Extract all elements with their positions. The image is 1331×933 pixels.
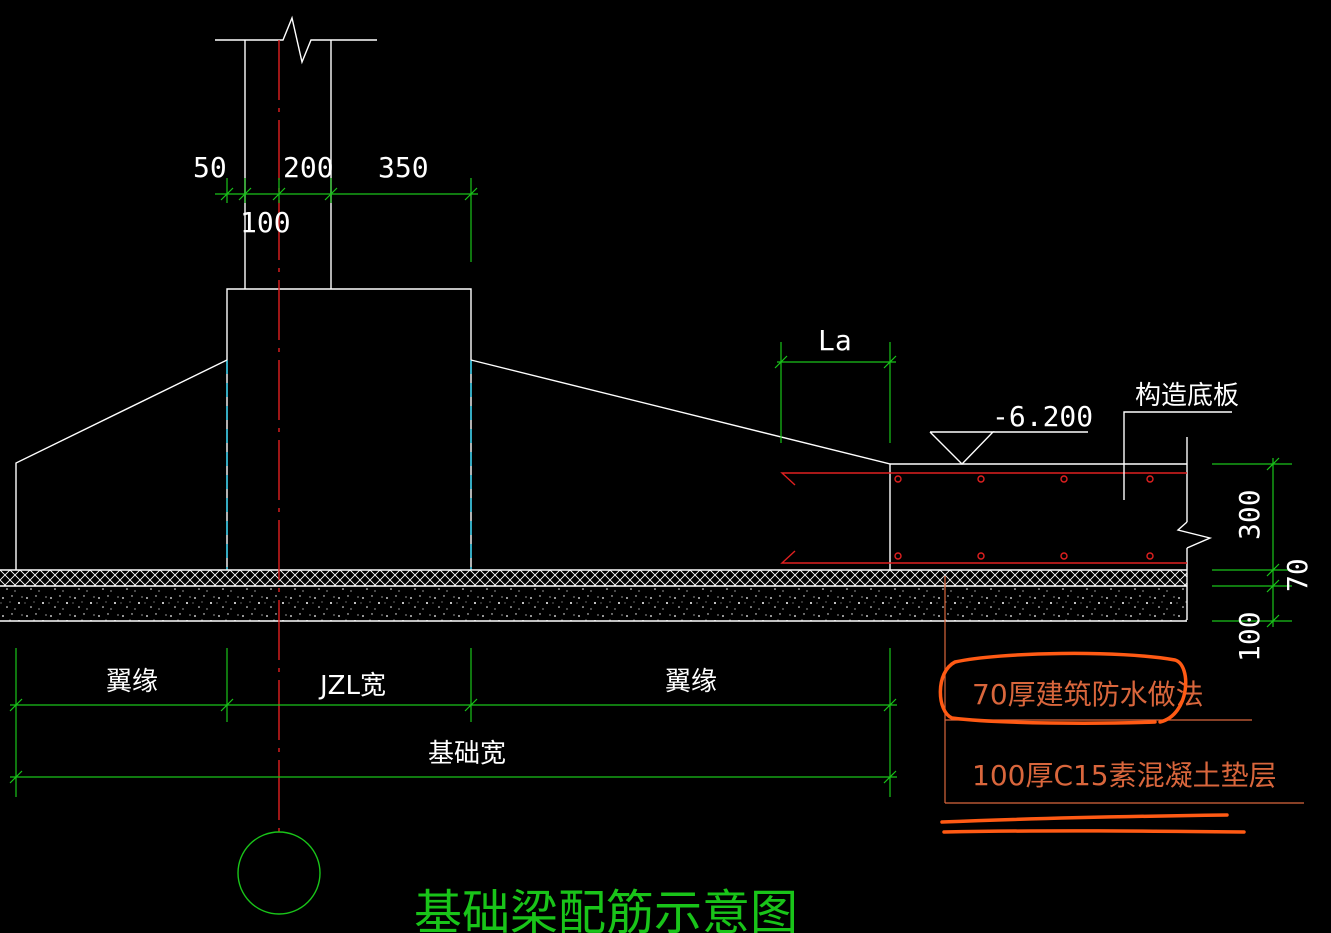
dim-70: 70	[1281, 558, 1314, 592]
label-flange-left: 翼缘	[106, 667, 158, 697]
rebar-dot	[977, 552, 985, 560]
foundation-beam	[226, 288, 472, 570]
right-flange	[470, 359, 891, 570]
slab-break-line	[1176, 521, 1213, 549]
label-flange-right: 翼缘	[665, 667, 717, 697]
axis-bubble	[237, 831, 321, 915]
elevation-mark	[929, 431, 1088, 465]
waterproof-layer	[0, 570, 1187, 586]
break-line	[215, 15, 377, 65]
dim-la: La	[818, 324, 852, 357]
drawing-title: 基础梁配筋示意图	[414, 885, 798, 933]
bottom-dimension	[9, 648, 897, 797]
elevation-value: -6.200	[992, 400, 1093, 433]
rebar-dot	[1146, 552, 1154, 560]
markup-ellipse	[938, 651, 1188, 725]
rebar-dot	[1060, 552, 1068, 560]
slab-leader	[1123, 411, 1232, 500]
dim-300: 300	[1233, 489, 1266, 540]
hidden-lines	[226, 360, 472, 570]
base-layers	[0, 569, 1187, 622]
label-beam-width: JZL宽	[318, 671, 386, 701]
note-cushion: 100厚C15素混凝土垫层	[972, 759, 1277, 792]
right-dimension	[1212, 457, 1292, 628]
dim-200: 200	[283, 151, 334, 184]
markup-annotations	[938, 651, 1246, 834]
top-dimension	[215, 178, 478, 262]
dim-100-top: 100	[240, 206, 291, 239]
rebar-dot	[1060, 475, 1068, 483]
note-waterproof: 70厚建筑防水做法	[972, 678, 1204, 711]
slab-label: 构造底板	[1135, 381, 1239, 411]
rebar-dot	[1146, 475, 1154, 483]
rebar-dot	[894, 552, 902, 560]
flanges	[15, 359, 891, 570]
markup-underline	[942, 829, 1246, 834]
dim-350: 350	[378, 151, 429, 184]
label-foundation-width: 基础宽	[428, 739, 506, 769]
rebar-dot	[894, 475, 902, 483]
concrete-cushion	[0, 586, 1187, 621]
dim-50: 50	[193, 151, 227, 184]
column	[215, 15, 377, 289]
slab-rebar	[780, 472, 1187, 564]
markup-underline	[940, 813, 1229, 824]
la-dimension	[774, 342, 897, 443]
dim-100-right: 100	[1233, 611, 1266, 662]
left-flange	[15, 359, 228, 570]
rebar-dot	[977, 475, 985, 483]
